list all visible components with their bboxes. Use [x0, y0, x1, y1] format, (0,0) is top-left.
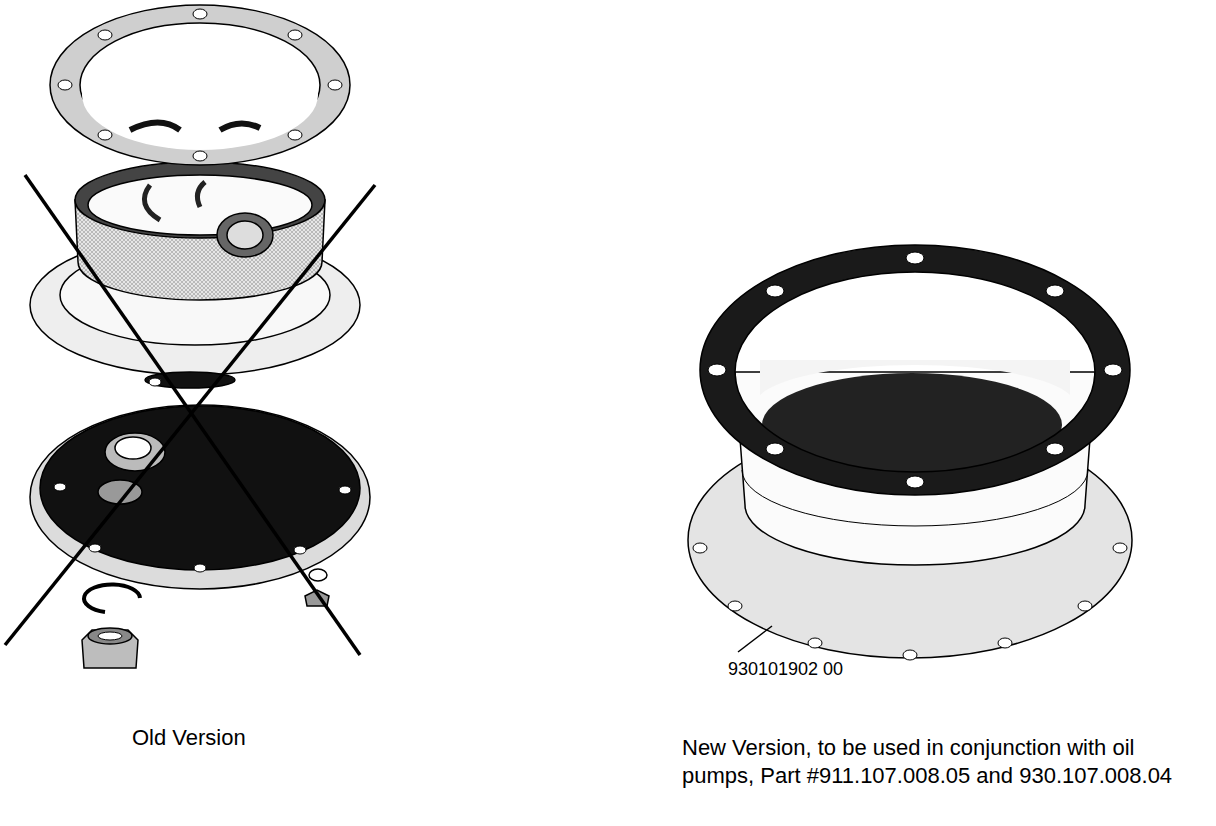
cross-out — [5, 175, 375, 655]
leader-line — [738, 626, 772, 652]
caption-label: New Version, to be used in conjunction w… — [682, 734, 1210, 790]
part-number: 930101902 00 — [728, 658, 928, 680]
new-version-part — [688, 245, 1132, 660]
old-version-parts — [30, 5, 370, 668]
caption-label: Old Version — [132, 724, 332, 752]
